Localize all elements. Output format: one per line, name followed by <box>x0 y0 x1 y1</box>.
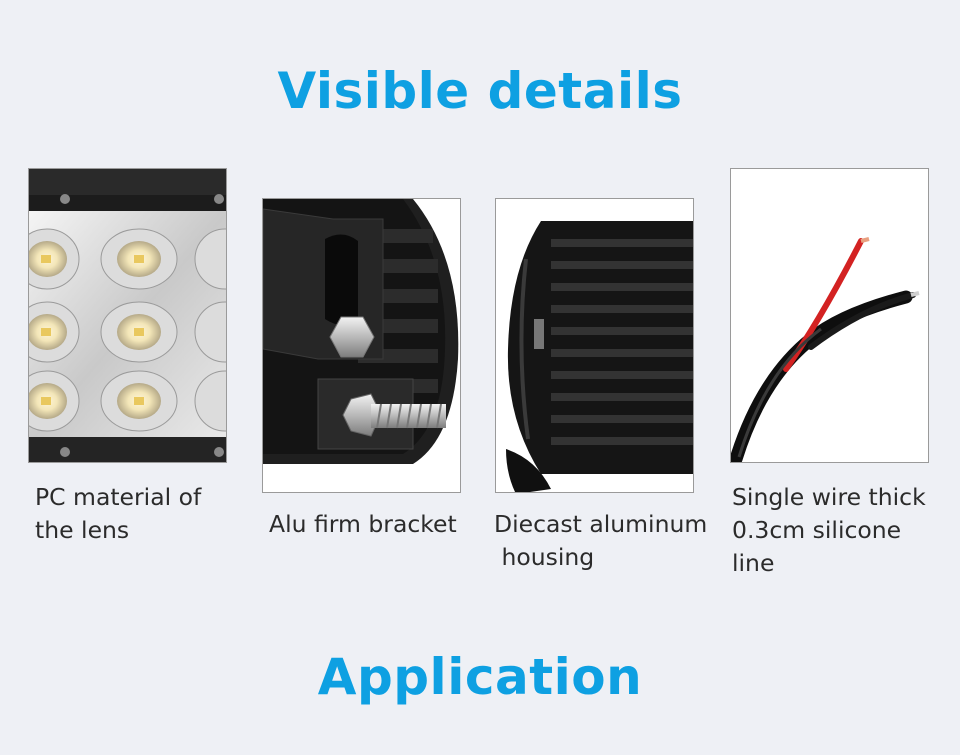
housing-photo <box>495 198 694 493</box>
caption-line: the lens <box>35 516 130 544</box>
page-title: Visible details <box>277 62 683 120</box>
caption-line: 0.3cm silicone <box>732 516 902 544</box>
caption-line: Single wire thick <box>732 483 926 511</box>
bracket-image <box>263 199 460 492</box>
bracket-caption: Alu firm bracket <box>269 508 457 541</box>
lens-caption: PC material of the lens <box>35 481 201 547</box>
caption-line: line <box>732 549 775 577</box>
section-title: Application <box>317 648 643 706</box>
lens-photo <box>28 168 227 463</box>
caption-line: Diecast aluminum <box>494 510 708 538</box>
cable-image <box>731 169 928 462</box>
led-lens-image <box>29 169 226 462</box>
caption-line: housing <box>494 543 595 571</box>
cable-caption: Single wire thick 0.3cm silicone line <box>732 481 926 580</box>
housing-caption: Diecast aluminum housing <box>494 508 707 574</box>
caption-line: Alu firm bracket <box>269 510 457 538</box>
cable-photo <box>730 168 929 463</box>
housing-image <box>496 199 693 492</box>
bracket-photo <box>262 198 461 493</box>
caption-line: PC material of <box>35 483 202 511</box>
